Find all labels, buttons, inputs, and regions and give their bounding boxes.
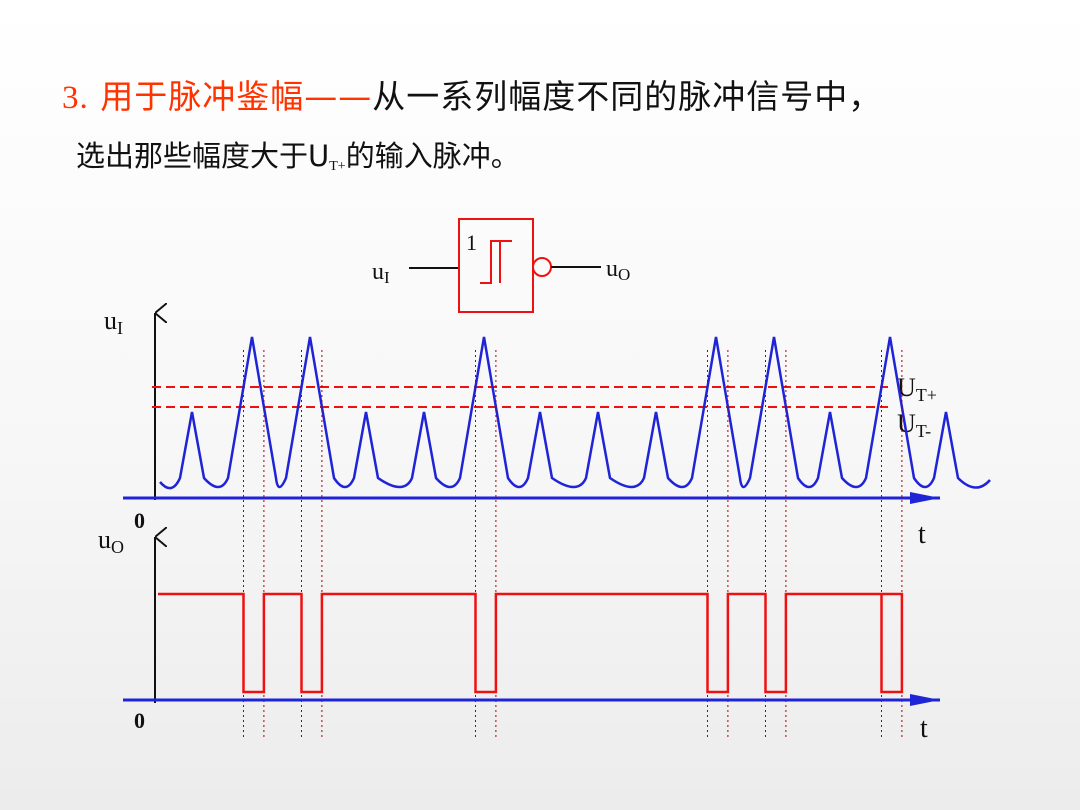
gate-symbol: 1 <box>466 230 477 255</box>
title-text-2-sub: T+ <box>329 159 346 174</box>
output-plot: uO 0 t <box>98 525 940 744</box>
input-origin-label: 0 <box>134 508 145 533</box>
title-number: 3. <box>62 80 89 116</box>
output-square-waveform <box>158 592 904 694</box>
input-plot: uI 0 t UT+ UT- <box>104 306 991 550</box>
inverter-bubble-icon <box>532 257 552 277</box>
input-x-label: t <box>918 519 926 550</box>
transition-guide-lines <box>243 350 903 740</box>
title-line-2: 选出那些幅度大于UT+的输入脉冲。 <box>76 133 520 175</box>
hysteresis-icon <box>480 240 512 284</box>
output-x-label: t <box>920 713 928 744</box>
title-dash: —— <box>304 77 373 116</box>
input-y-label: uI <box>104 306 123 338</box>
title-text-2a: 选出那些幅度大于U <box>76 139 330 173</box>
schmitt-inverter-gate: 1 uI uO <box>372 218 630 313</box>
input-pulse-waveform <box>159 336 991 490</box>
title-line-1: 3. 用于脉冲鉴幅——从一系列幅度不同的脉冲信号中， <box>62 70 882 118</box>
title-heading: 用于脉冲鉴幅 <box>100 77 305 116</box>
gate-input-label: uI <box>372 259 390 287</box>
title-text-2b: 的输入脉冲。 <box>345 139 520 173</box>
output-origin-label: 0 <box>134 708 145 733</box>
output-y-label: uO <box>98 525 124 557</box>
title-text-1: 从一系列幅度不同的脉冲信号中， <box>372 77 883 116</box>
gate-output-label: uO <box>606 256 630 284</box>
upper-threshold-label: UT+ <box>897 373 937 405</box>
